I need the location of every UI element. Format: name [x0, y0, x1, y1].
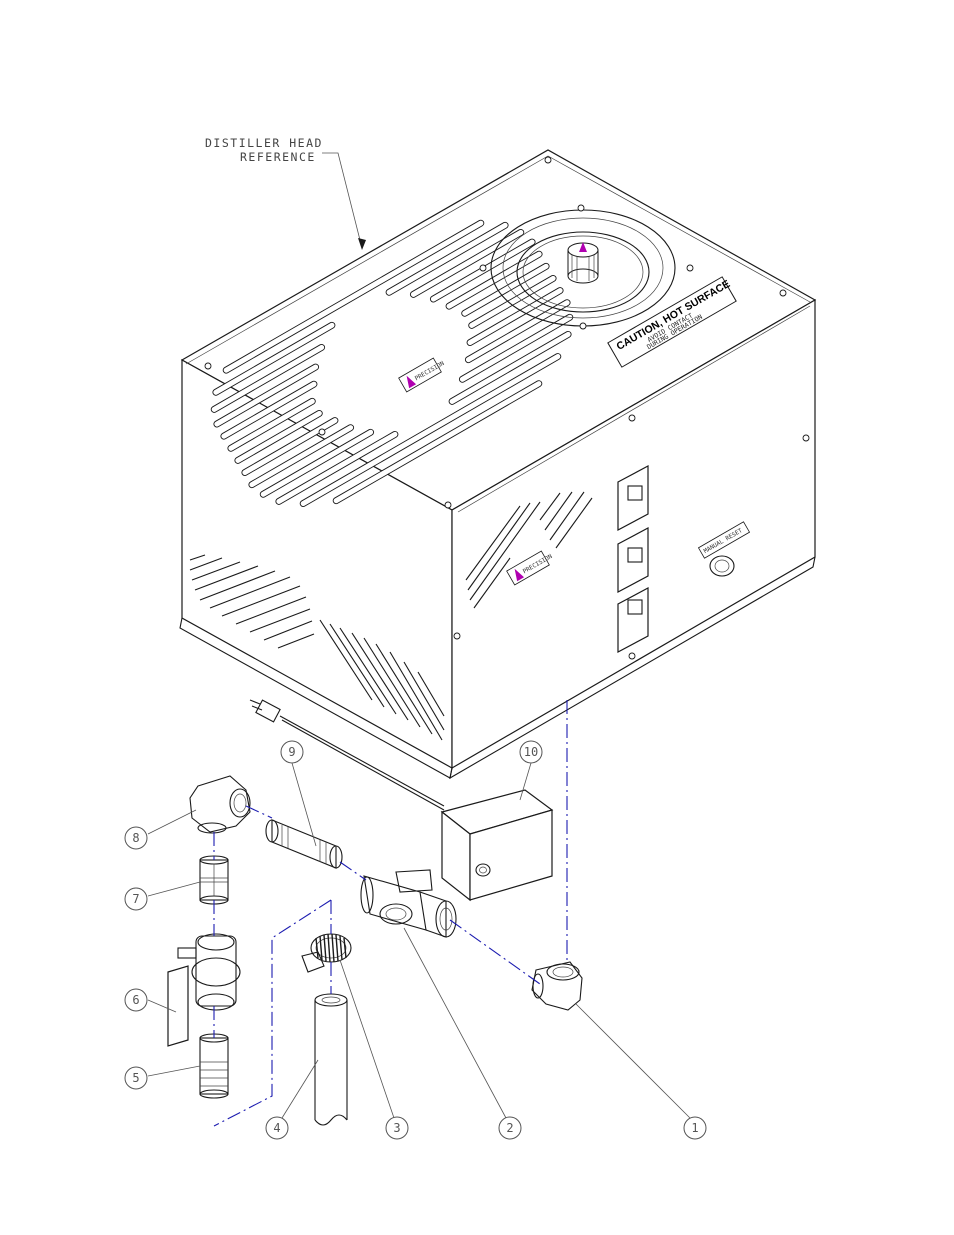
callout-balloon-2: 2 [499, 1117, 521, 1139]
part-7-hex-nipple [200, 856, 228, 904]
callout-balloon-3: 3 [386, 1117, 408, 1139]
assembly-centerlines [214, 700, 567, 1126]
reference-leader-arrowhead [358, 238, 366, 250]
part-5-adapter [200, 1034, 228, 1098]
distiller-head-reference-label: DISTILLER HEAD REFERENCE [205, 136, 366, 250]
part-1-elbow-fitting [532, 962, 582, 1010]
part-6-ball-valve[interactable] [168, 934, 240, 1046]
part-4-hose [315, 994, 347, 1125]
reference-label-line2: REFERENCE [240, 150, 316, 164]
callout-balloon-1: 1 [684, 1117, 706, 1139]
callout-balloon-7: 7 [125, 888, 147, 910]
callout-number-8: 8 [132, 831, 139, 845]
callout-balloon-5: 5 [125, 1067, 147, 1089]
part-10-control-box [442, 790, 552, 900]
cover-knob[interactable] [568, 242, 598, 283]
callout-number-6: 6 [132, 993, 139, 1007]
callout-leaders [148, 763, 690, 1118]
callout-number-3: 3 [393, 1121, 400, 1135]
callout-balloon-8: 8 [125, 827, 147, 849]
callout-number-7: 7 [132, 892, 139, 906]
reference-label-line1: DISTILLER HEAD [205, 136, 323, 150]
callout-number-10: 10 [524, 745, 538, 759]
callout-number-5: 5 [132, 1071, 139, 1085]
part-8-elbow-fitting [190, 776, 250, 833]
valve-handle[interactable] [168, 966, 188, 1046]
callout-number-4: 4 [273, 1121, 280, 1135]
callout-balloon-10: 10 [520, 741, 542, 763]
distiller-head-cabinet: PRECISION CAUTION, HOT SURFACE [180, 150, 815, 778]
part-2-tee-fitting [361, 870, 456, 937]
part-9-pipe-nipple [266, 820, 342, 868]
part-3-hose-clamp [302, 934, 351, 972]
callout-balloon-9: 9 [281, 741, 303, 763]
reference-leader-line [322, 153, 362, 248]
callout-balloon-6: 6 [125, 989, 147, 1011]
callout-number-2: 2 [506, 1121, 513, 1135]
callout-number-1: 1 [691, 1121, 698, 1135]
callout-number-9: 9 [288, 745, 295, 759]
callout-balloon-4: 4 [266, 1117, 288, 1139]
